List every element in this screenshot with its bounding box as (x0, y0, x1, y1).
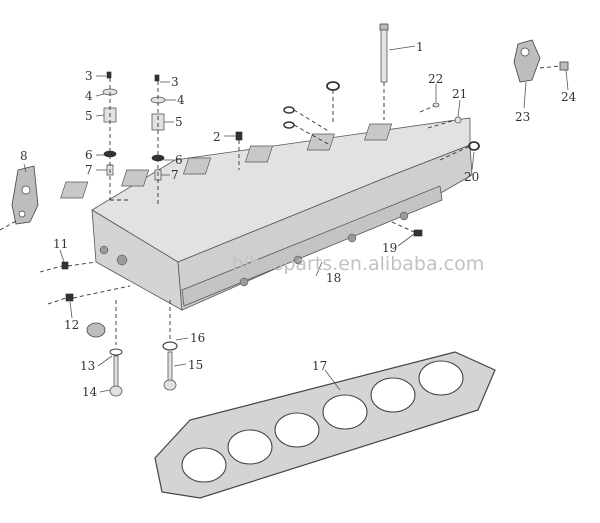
callout-8: 8 (20, 149, 28, 163)
watermark-text: hjbusparts.en.alibaba.com (232, 253, 484, 275)
callout-6-left: 6 (85, 148, 93, 162)
plug-part-2 (235, 131, 243, 141)
leader-lines (23, 45, 569, 393)
callout-18: 18 (326, 271, 341, 285)
callout-16: 16 (190, 331, 205, 345)
callout-11: 11 (53, 237, 68, 251)
callout-12: 12 (64, 318, 79, 332)
cylinder-head-block (60, 117, 473, 311)
callout-5-left: 5 (85, 109, 93, 123)
plugs-left (39, 261, 131, 305)
callout-3-right: 3 (171, 75, 179, 89)
callout-2: 2 (213, 130, 221, 144)
callout-1: 1 (416, 40, 424, 54)
callout-5-right: 5 (175, 115, 183, 129)
valve-spring-stack-left (102, 71, 128, 201)
valve-parts-bottom (86, 300, 178, 397)
valve-spring-stack-right (150, 74, 166, 205)
callout-labels: 1 2 3 3 4 4 5 5 6 6 7 7 8 11 12 13 14 15… (20, 40, 577, 399)
oring-parts-top (283, 81, 340, 146)
callout-23: 23 (515, 110, 530, 124)
callout-22: 22 (428, 72, 443, 86)
head-bolt-part (379, 23, 389, 120)
callout-15: 15 (188, 358, 203, 372)
callout-21: 21 (452, 87, 467, 101)
callout-20: 20 (464, 170, 479, 184)
callout-4-right: 4 (177, 93, 185, 107)
callout-13: 13 (80, 359, 95, 373)
callout-6-right: 6 (175, 153, 183, 167)
head-gasket-part (154, 351, 496, 499)
lifting-eye-right-part (513, 39, 569, 83)
callout-7-left: 7 (85, 163, 93, 177)
callout-24: 24 (561, 90, 577, 104)
plug-part-19 (413, 229, 423, 237)
callout-14: 14 (82, 385, 98, 399)
callout-7-right: 7 (171, 168, 179, 182)
callout-3-left: 3 (85, 69, 93, 83)
callout-4-left: 4 (85, 89, 93, 103)
callout-19: 19 (382, 241, 397, 255)
lifting-eye-left-part (0, 165, 39, 231)
callout-17: 17 (312, 359, 327, 373)
